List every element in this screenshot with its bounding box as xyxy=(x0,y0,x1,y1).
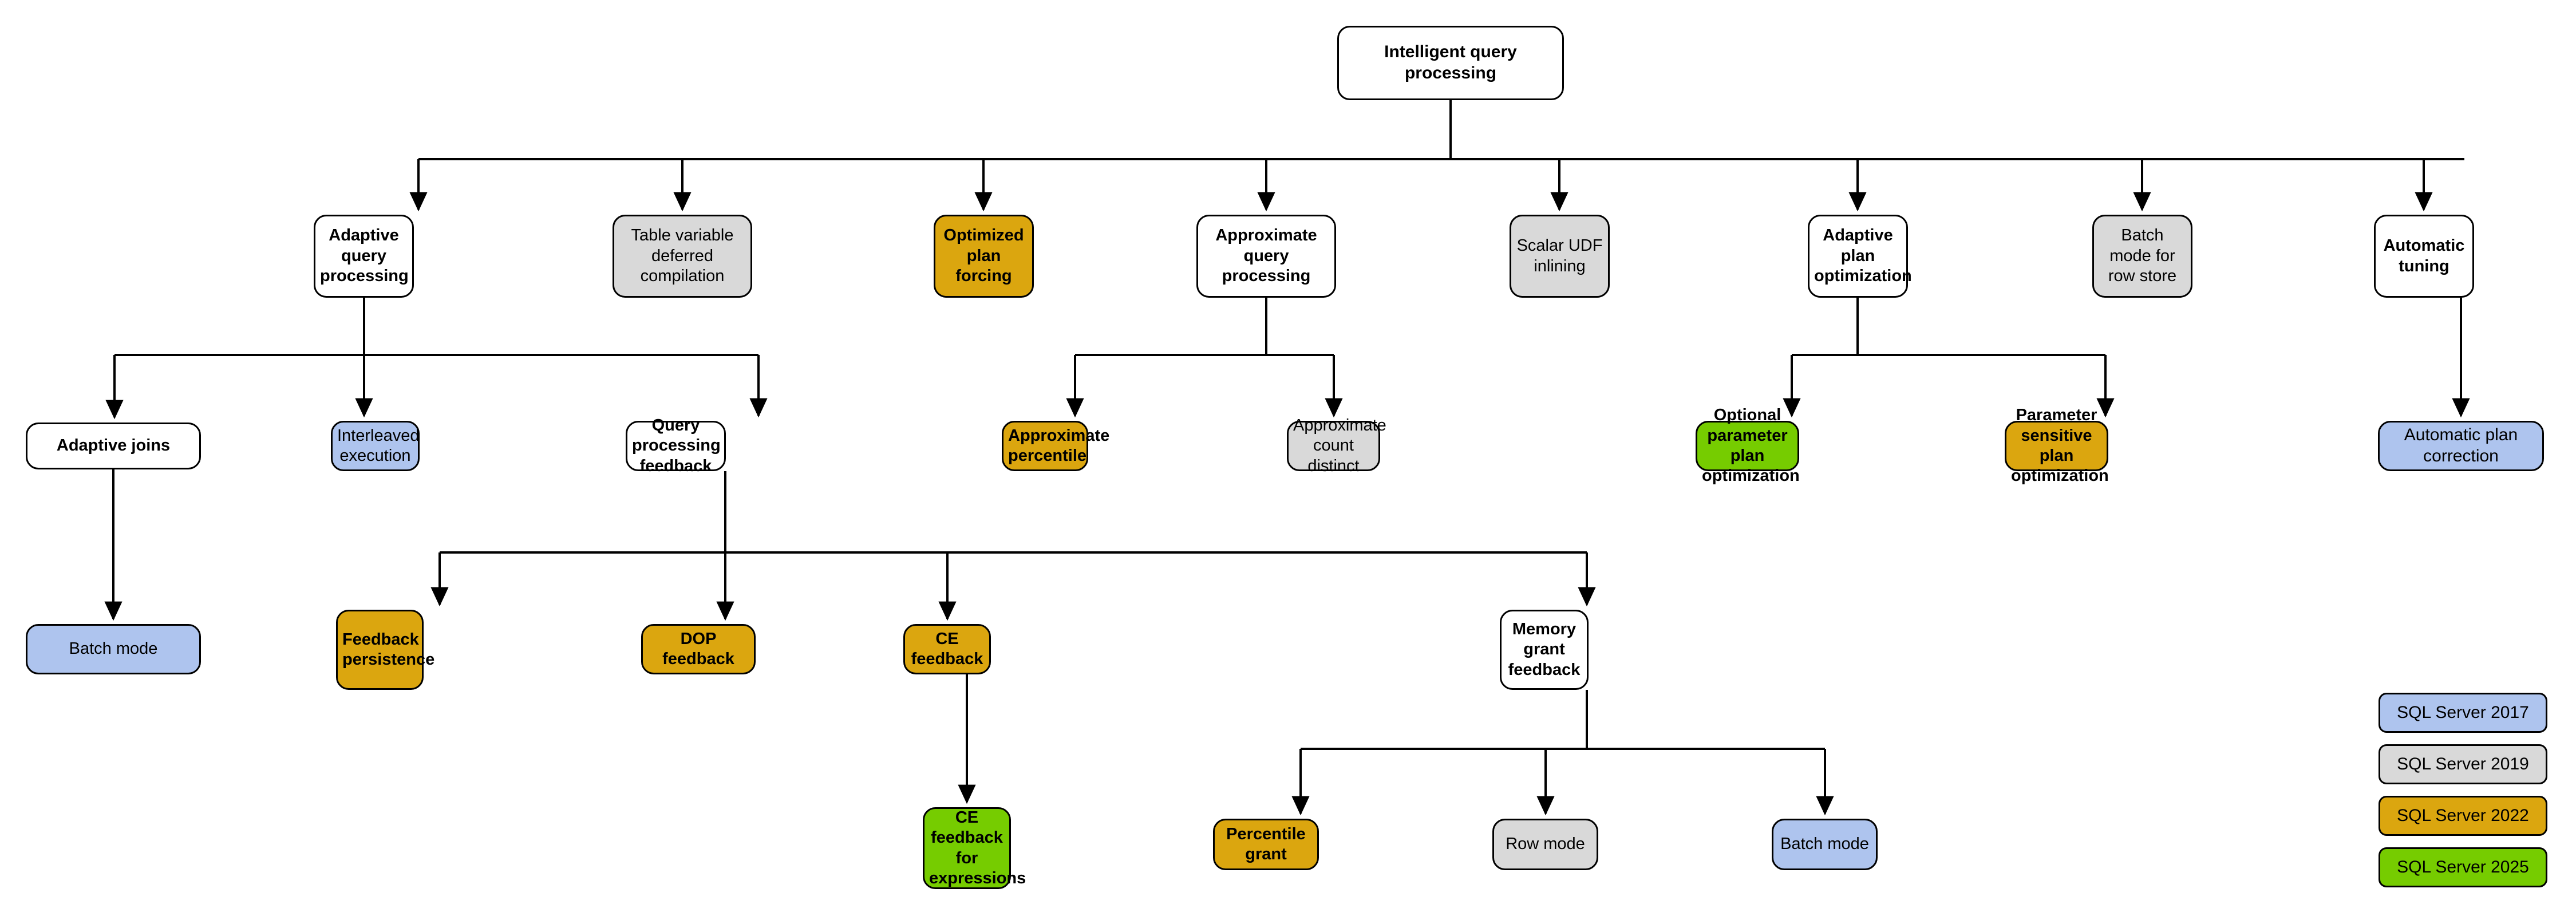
node-automatic-tuning[interactable]: Automatic tuning xyxy=(2374,215,2474,298)
node-adaptive-plan-optimization[interactable]: Adaptive plan optimization xyxy=(1808,215,1912,298)
node-row-mode[interactable]: Row mode xyxy=(1492,819,1598,870)
node-label: Approximate query processing xyxy=(1215,226,1317,286)
node-label: Adaptive joins xyxy=(56,436,171,455)
node-approximate-count-distinct[interactable]: Approximate count distinct xyxy=(1287,416,1386,475)
node-label: Percentile grant xyxy=(1226,824,1306,863)
node-interleaved-execution[interactable]: Interleaved execution xyxy=(331,421,420,471)
node-label: Batch mode xyxy=(1780,835,1869,854)
node-label: Query processing feedback xyxy=(632,416,721,475)
node-approximate-percentile[interactable]: Approximate percentile xyxy=(1002,421,1110,471)
node-parameter-sensitive-plan-optimization[interactable]: Parameter sensitive plan optimization xyxy=(2005,406,2109,485)
node-label: CE feedback for expressions xyxy=(929,808,1026,887)
legend-item-sql-server-2019: SQL Server 2019 xyxy=(2379,744,2547,784)
node-batch-mode-adaptive-joins[interactable]: Batch mode xyxy=(26,624,201,674)
node-label: Row mode xyxy=(1506,835,1585,854)
node-dop-feedback[interactable]: DOP feedback xyxy=(641,624,756,674)
legend-label: SQL Server 2022 xyxy=(2397,806,2529,825)
node-ce-feedback[interactable]: CE feedback xyxy=(903,624,991,674)
node-label: Approximate percentile xyxy=(1008,426,1110,465)
node-automatic-plan-correction[interactable]: Automatic plan correction xyxy=(2378,421,2544,471)
node-label: Table variable deferred compilation xyxy=(631,226,734,286)
node-label: Approximate count distinct xyxy=(1293,416,1386,475)
node-table-variable-deferred-compilation[interactable]: Table variable deferred compilation xyxy=(613,215,752,298)
legend-label: SQL Server 2025 xyxy=(2397,858,2529,876)
legend-label: SQL Server 2017 xyxy=(2397,703,2529,722)
node-label: Feedback persistence xyxy=(342,630,435,669)
node-label: Scalar UDF inlining xyxy=(1516,236,1603,275)
node-scalar-udf-inlining[interactable]: Scalar UDF inlining xyxy=(1510,215,1610,298)
node-intelligent-query-processing[interactable]: Intelligent query processing xyxy=(1337,26,1564,100)
node-adaptive-query-processing[interactable]: Adaptive query processing xyxy=(314,215,414,298)
node-label: Parameter sensitive plan optimization xyxy=(2011,406,2109,485)
node-batch-mode-memory-grant[interactable]: Batch mode xyxy=(1772,819,1878,870)
node-memory-grant-feedback[interactable]: Memory grant feedback xyxy=(1500,610,1589,690)
node-label: Automatic tuning xyxy=(2383,236,2465,275)
node-label: Adaptive query processing xyxy=(320,226,409,286)
node-percentile-grant[interactable]: Percentile grant xyxy=(1213,819,1319,870)
node-label: Optional parameter plan optimization xyxy=(1702,406,1800,485)
node-optional-parameter-plan-optimization[interactable]: Optional parameter plan optimization xyxy=(1696,406,1800,485)
node-label: DOP feedback xyxy=(662,629,734,668)
node-label: CE feedback xyxy=(911,629,983,668)
legend-item-sql-server-2022: SQL Server 2022 xyxy=(2379,796,2547,836)
node-label: Adaptive plan optimization xyxy=(1814,226,1912,286)
legend-item-sql-server-2025: SQL Server 2025 xyxy=(2379,847,2547,887)
node-label: Memory grant feedback xyxy=(1508,619,1581,679)
node-label: Interleaved execution xyxy=(337,426,420,465)
node-label: Batch mode xyxy=(69,639,158,658)
node-ce-feedback-for-expressions[interactable]: CE feedback for expressions xyxy=(923,807,1026,889)
node-label: Batch mode for row store xyxy=(2108,226,2177,286)
node-query-processing-feedback[interactable]: Query processing feedback xyxy=(626,416,726,475)
node-label: Intelligent query processing xyxy=(1384,42,1517,82)
node-optimized-plan-forcing[interactable]: Optimized plan forcing xyxy=(934,215,1034,298)
node-batch-mode-for-row-store[interactable]: Batch mode for row store xyxy=(2092,215,2192,298)
node-approximate-query-processing[interactable]: Approximate query processing xyxy=(1196,215,1336,298)
node-label: Automatic plan correction xyxy=(2404,425,2518,465)
node-feedback-persistence[interactable]: Feedback persistence xyxy=(336,610,435,690)
legend-label: SQL Server 2019 xyxy=(2397,755,2529,773)
node-label: Optimized plan forcing xyxy=(943,226,1024,286)
node-adaptive-joins[interactable]: Adaptive joins xyxy=(26,423,201,469)
legend-item-sql-server-2017: SQL Server 2017 xyxy=(2379,693,2547,733)
